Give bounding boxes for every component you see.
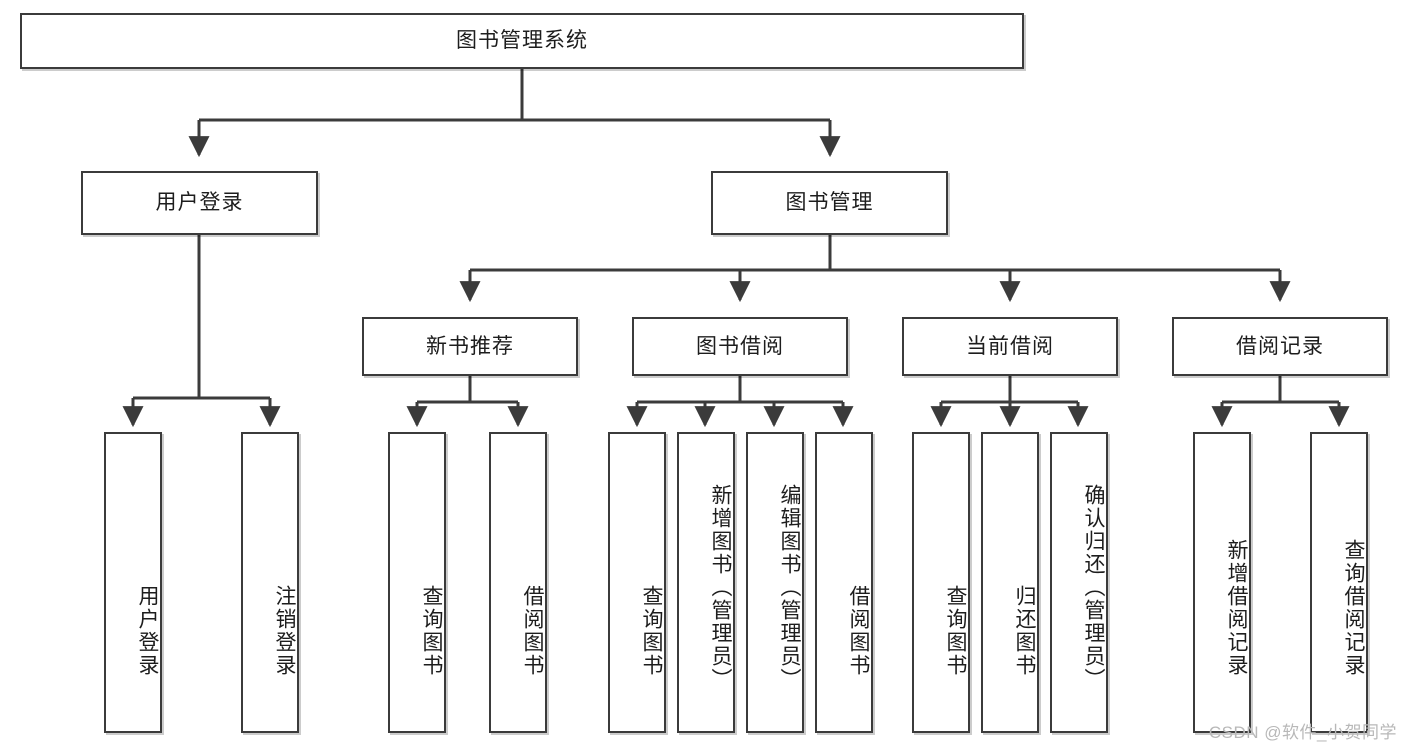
- leaf-query-record-label: 查询借阅记录: [1342, 538, 1365, 677]
- leaf-return-book-label: 归还图书: [1013, 584, 1036, 677]
- leaf-add-book[interactable]: 新增图书（管理员）: [677, 432, 735, 733]
- leaf-confirm-return-label: 确认归还（管理员）: [1082, 484, 1105, 691]
- leaf-return-book[interactable]: 归还图书: [981, 432, 1039, 733]
- leaf-add-book-label: 新增图书（管理员）: [709, 484, 732, 691]
- leaf-borrow-book-1[interactable]: 借阅图书: [489, 432, 547, 733]
- leaf-query-book-2[interactable]: 查询图书: [608, 432, 666, 733]
- node-current-borrow-label: 当前借阅: [966, 334, 1054, 358]
- leaf-add-record[interactable]: 新增借阅记录: [1193, 432, 1251, 733]
- watermark-text: CSDN @软件_小贺同学: [1208, 723, 1397, 742]
- node-current-borrow[interactable]: 当前借阅: [902, 317, 1118, 376]
- leaf-user-login[interactable]: 用户登录: [104, 432, 162, 733]
- leaf-query-book-1[interactable]: 查询图书: [388, 432, 446, 733]
- node-borrow-record[interactable]: 借阅记录: [1172, 317, 1388, 376]
- node-user-login[interactable]: 用户登录: [81, 171, 318, 235]
- node-book-borrow[interactable]: 图书借阅: [632, 317, 848, 376]
- node-root[interactable]: 图书管理系统: [20, 13, 1024, 69]
- leaf-edit-book-label: 编辑图书（管理员）: [778, 484, 801, 691]
- leaf-query-book-3-label: 查询图书: [944, 584, 967, 677]
- node-new-book-recommend[interactable]: 新书推荐: [362, 317, 578, 376]
- node-root-label: 图书管理系统: [456, 29, 588, 53]
- node-book-borrow-label: 图书借阅: [696, 334, 784, 358]
- leaf-user-login-label: 用户登录: [136, 584, 159, 677]
- node-user-login-label: 用户登录: [155, 191, 244, 215]
- leaf-borrow-book-1-label: 借阅图书: [521, 584, 544, 677]
- node-book-manage[interactable]: 图书管理: [711, 171, 948, 235]
- leaf-add-record-label: 新增借阅记录: [1225, 538, 1248, 677]
- leaf-edit-book[interactable]: 编辑图书（管理员）: [746, 432, 804, 733]
- leaf-query-book-3[interactable]: 查询图书: [912, 432, 970, 733]
- leaf-borrow-book-2[interactable]: 借阅图书: [815, 432, 873, 733]
- leaf-logout-login-label: 注销登录: [273, 584, 296, 677]
- node-borrow-record-label: 借阅记录: [1236, 334, 1324, 358]
- leaf-query-book-2-label: 查询图书: [640, 584, 663, 677]
- node-new-book-recommend-label: 新书推荐: [426, 334, 514, 358]
- leaf-logout-login[interactable]: 注销登录: [241, 432, 299, 733]
- leaf-borrow-book-2-label: 借阅图书: [847, 584, 870, 677]
- leaf-query-record[interactable]: 查询借阅记录: [1310, 432, 1368, 733]
- leaf-confirm-return[interactable]: 确认归还（管理员）: [1050, 432, 1108, 733]
- node-book-manage-label: 图书管理: [785, 191, 874, 215]
- leaf-query-book-1-label: 查询图书: [420, 584, 443, 677]
